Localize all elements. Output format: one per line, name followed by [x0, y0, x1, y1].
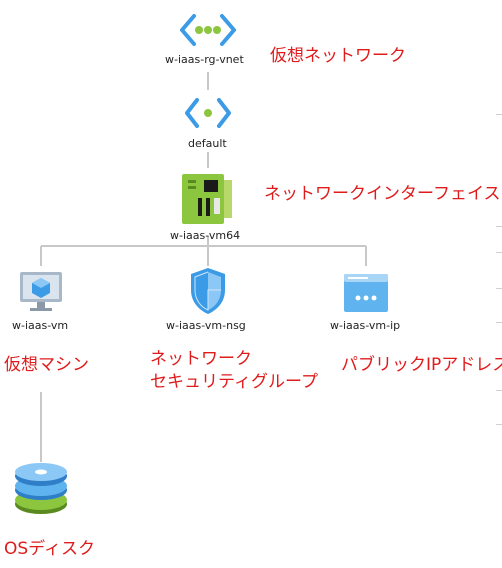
edge-tick	[496, 114, 502, 115]
disk-annotation: OSディスク	[4, 539, 95, 559]
nsg-annotation-line1: ネットワーク	[150, 349, 252, 369]
vm-annotation: 仮想マシン	[4, 355, 89, 375]
nsg-annotation-line2: セキュリティグループ	[150, 372, 318, 392]
edge-tick	[496, 252, 502, 253]
edge-tick	[496, 390, 502, 391]
nic-icon[interactable]	[178, 170, 238, 232]
edge-tick	[496, 424, 502, 425]
nsg-shield-icon[interactable]	[188, 266, 228, 320]
vnet-icon[interactable]	[178, 12, 238, 52]
nsg-label: w-iaas-vm-nsg	[166, 319, 246, 332]
subnet-label: default	[188, 137, 227, 150]
disk-icon[interactable]	[12, 462, 70, 522]
vm-label: w-iaas-vm	[12, 319, 69, 332]
vm-icon[interactable]	[18, 270, 64, 318]
vnet-annotation: 仮想ネットワーク	[270, 46, 406, 66]
nic-label: w-iaas-vm64	[170, 229, 241, 242]
vnet-label: w-iaas-rg-vnet	[165, 53, 244, 66]
public-ip-icon[interactable]	[342, 272, 390, 318]
nic-annotation: ネットワークインターフェイス	[264, 184, 501, 204]
edge-tick	[496, 226, 502, 227]
pip-label: w-iaas-vm-ip	[330, 319, 401, 332]
subnet-icon[interactable]	[183, 96, 233, 134]
edge-tick	[496, 322, 502, 323]
edge-tick	[496, 288, 502, 289]
pip-annotation: パブリックIPアドレス	[341, 355, 502, 375]
